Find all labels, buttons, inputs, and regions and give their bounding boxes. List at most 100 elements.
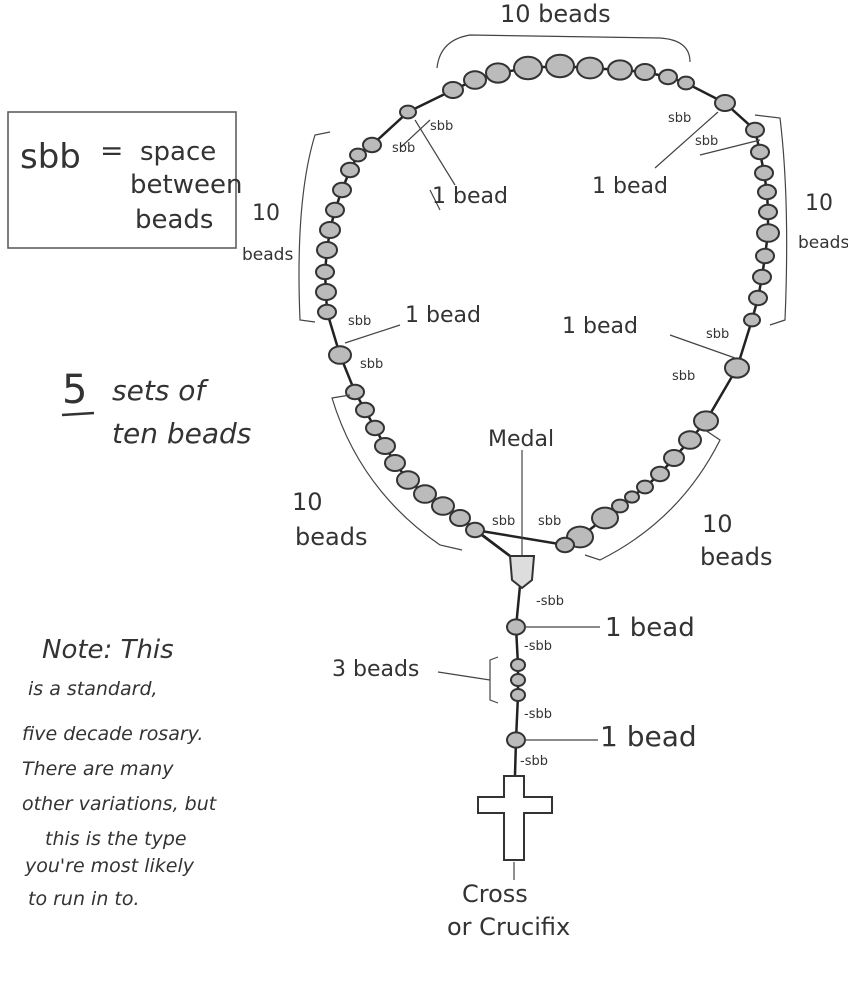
decade-bead [355,401,375,419]
legend-line-1: space [140,137,216,167]
label-sbb: sbb [492,514,515,529]
single-bead [506,731,526,749]
note-line: this is the type [45,828,187,850]
single-bead [328,345,352,365]
label-cross-2: or Crucifix [447,913,570,941]
label-right-beads: beads [798,233,848,253]
label-sbb: sbb [538,514,561,529]
decade-bead [349,147,367,163]
decade-bead [678,430,702,450]
cross-icon [477,775,553,861]
decade-bead [743,312,761,328]
chain [323,111,523,566]
label-cross-1: Cross [462,880,528,908]
single-bead [714,94,736,112]
sets-line-2: ten beads [112,417,251,450]
sets-line-1: sets of [112,374,209,407]
decade-bead [485,62,511,84]
label-sbb: sbb [348,314,371,329]
brackets [298,34,788,704]
label-sbb: -sbb [524,639,552,654]
decade-bead [576,56,604,80]
label-sbb: sbb [392,141,415,156]
label-sbb: -sbb [536,594,564,609]
decade-bead [384,454,406,472]
decade-bead [317,303,337,321]
single-bead [724,357,750,379]
decade-bead [449,509,471,527]
label-one-bead-top-left: 1 bead [432,184,508,209]
label-sbb: sbb [430,119,453,134]
label-lower-left-beads: beads [295,523,367,551]
single-bead [506,618,526,636]
label-sbb: sbb [672,369,695,384]
decade-bead [754,164,774,182]
decade-bead [555,536,575,554]
label-sbb: sbb [695,134,718,149]
decade-bead [396,470,420,490]
decade-bead [607,59,633,81]
decade-bead [663,449,685,467]
decade-bead [624,490,640,504]
decade-bead [315,283,337,301]
label-one-bead-left: 1 bead [405,303,481,328]
legend-line-3: beads [135,205,213,235]
decade-bead [442,81,464,99]
rosary [315,53,780,861]
sets-label: 5 sets of ten beads [61,367,251,450]
decade-bead [755,247,775,265]
decade-bead [693,410,719,432]
decade-bead [325,201,345,219]
decade-bead [756,223,780,243]
label-three-beads: 3 beads [332,657,419,682]
note-line: Note: This [42,635,174,665]
label-lower-right-ten: 10 [702,510,733,538]
label-one-bead-pendant-1: 1 bead [605,613,695,643]
note-line: other variations, but [22,793,218,815]
decade-bead [510,688,526,702]
label-sbb: sbb [668,111,691,126]
decade-bead [650,465,670,483]
label-sbb: -sbb [524,707,552,722]
decade-bead [758,203,778,221]
decade-bead [316,241,338,259]
decade-bead [315,263,335,281]
medal [508,555,536,590]
note-line: is a standard, [28,678,158,700]
label-one-bead-right: 1 bead [562,314,638,339]
legend-line-2: between [130,170,242,200]
labels: 10 beads 10 beads 10 beads 10 beads 10 b… [242,0,848,941]
decade-bead [636,479,654,495]
label-lower-left-ten: 10 [292,488,323,516]
label-left-beads: beads [242,245,293,265]
label-right-ten: 10 [805,191,833,216]
decade-bead [745,121,765,139]
decade-bead [591,506,619,530]
decade-bead [510,673,526,687]
label-lower-right-beads: beads [700,543,772,571]
decade-bead [319,221,341,239]
note-line: five decade rosary. [22,723,203,745]
label-medal: Medal [488,427,554,452]
decade-bead [340,161,360,179]
label-sbb: -sbb [520,754,548,769]
decade-bead [362,136,382,154]
decade-bead [677,75,695,91]
decade-bead [345,383,365,401]
decade-bead [431,496,455,516]
decade-bead [332,181,352,199]
note-line: There are many [22,758,174,780]
legend-equals: = [100,134,123,167]
decade-bead [611,498,629,514]
decade-bead [634,63,656,81]
leader-lines [344,111,761,880]
label-one-bead-pendant-2: 1 bead [600,720,697,753]
label-sbb: sbb [360,357,383,372]
decade-bead [752,268,772,286]
note: Note: This is a standard, five decade rosa… [22,635,218,910]
decade-bead [658,68,678,86]
legend-term: sbb [20,137,81,177]
label-one-bead-top-right: 1 bead [592,174,668,199]
decade-bead [465,521,485,539]
